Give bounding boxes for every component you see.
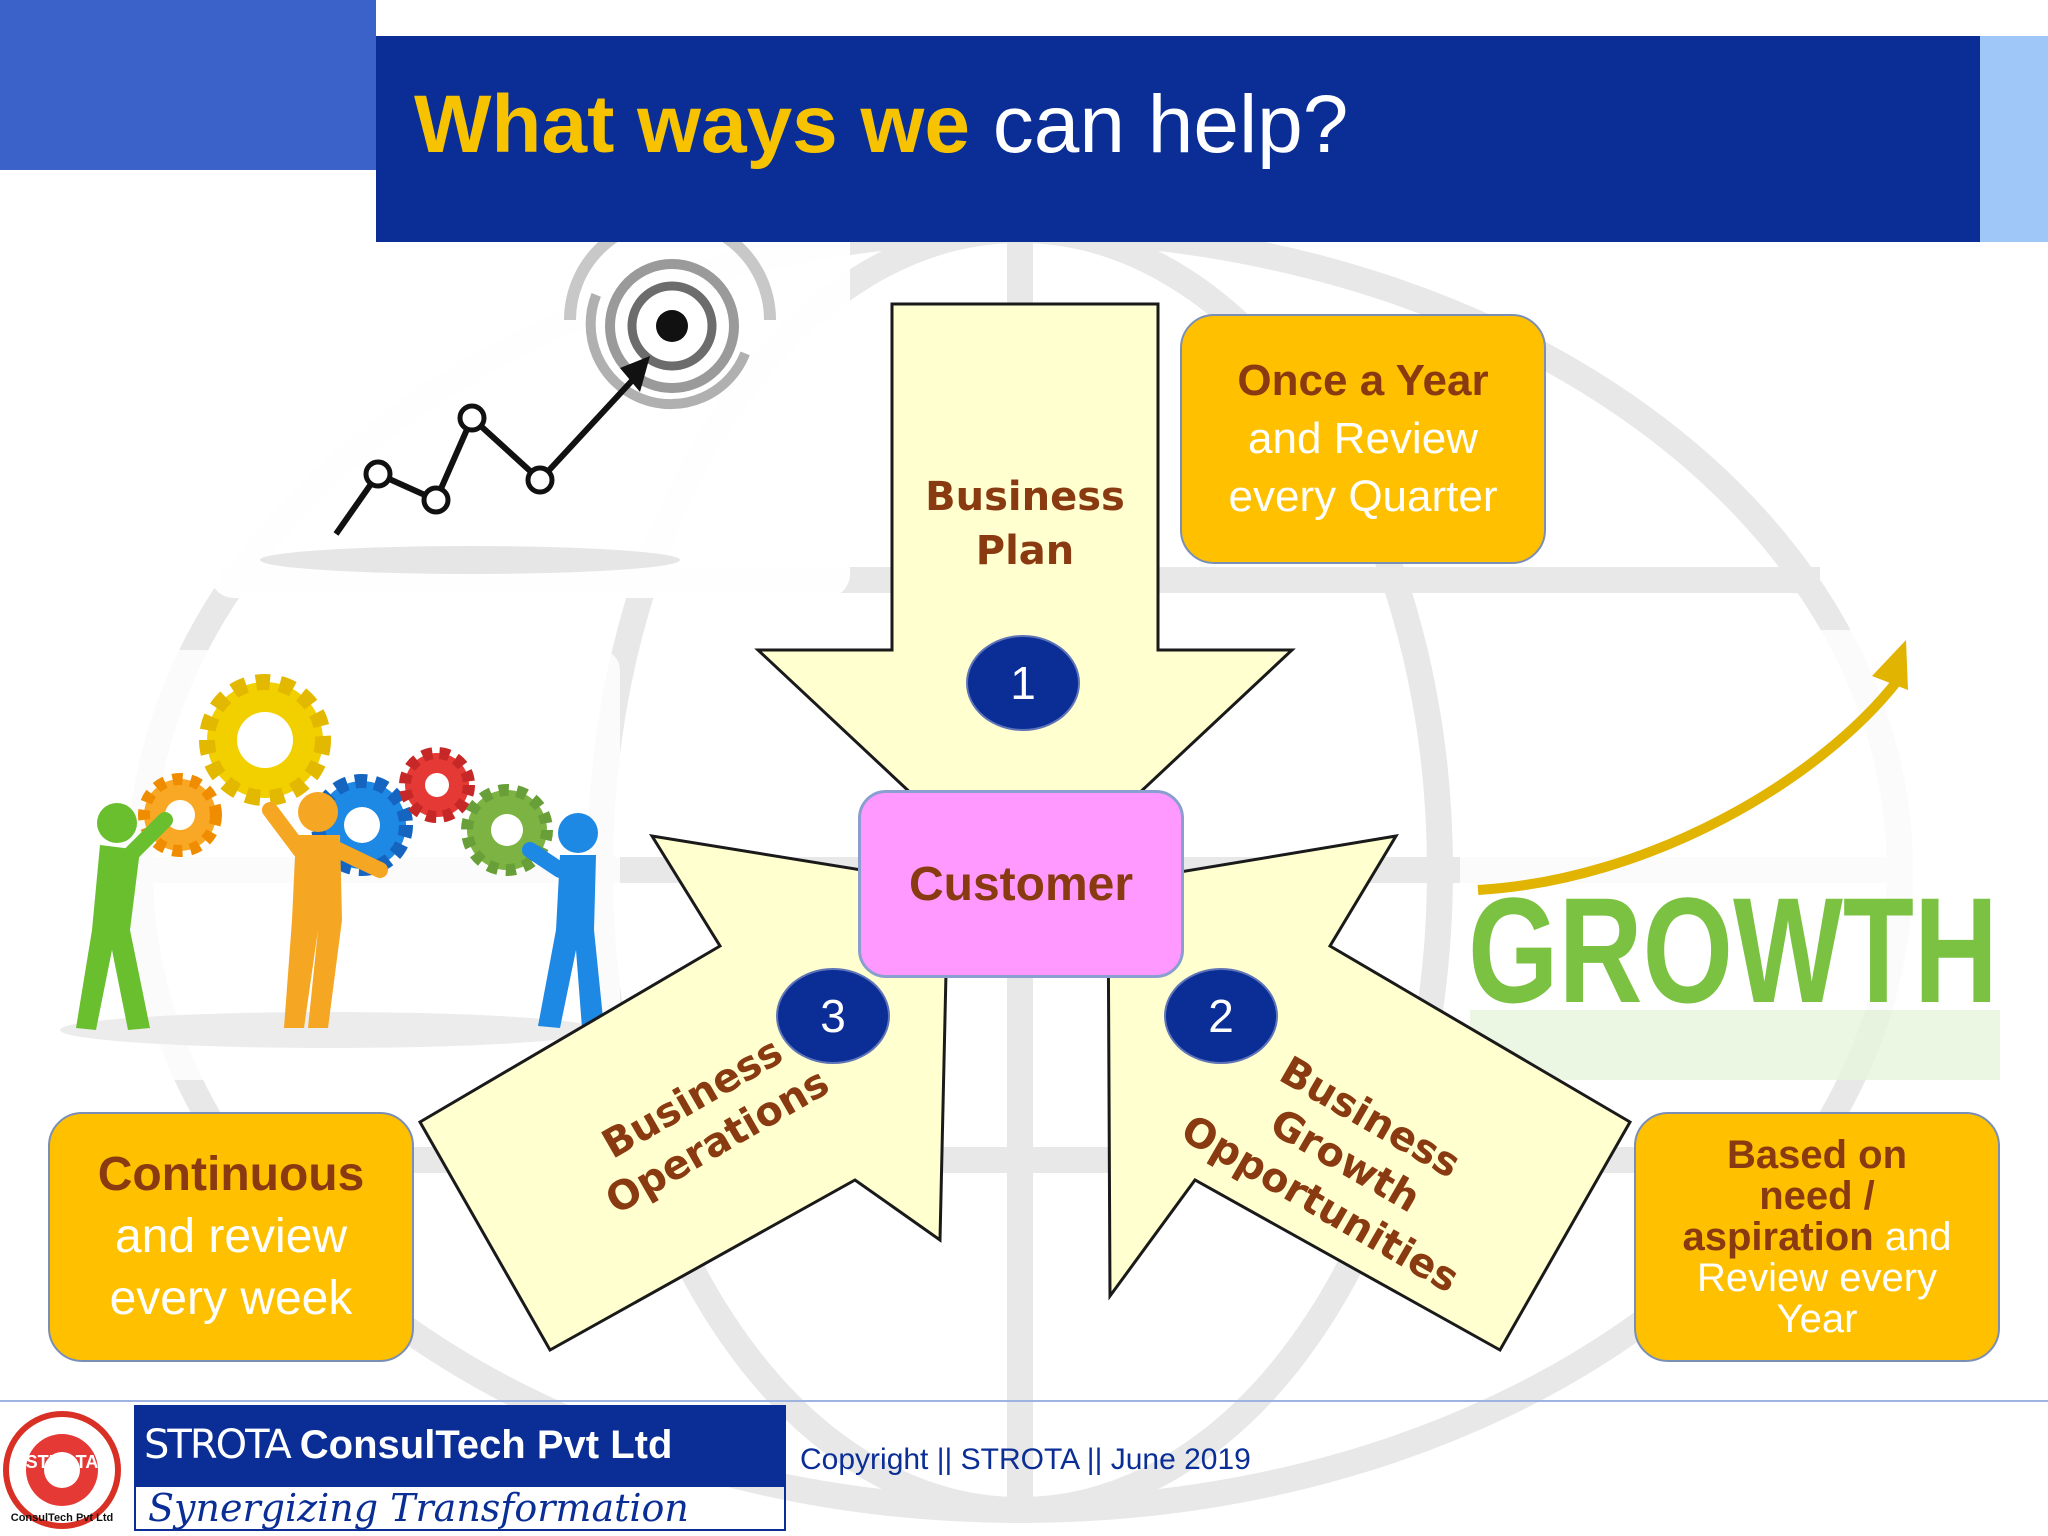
title-rest: can help? [992,79,1349,170]
arrow-business-plan [754,302,1296,903]
footer-brand: STROTA [144,1422,292,1468]
slide-title: What ways we can help? [414,84,1348,166]
note-continuous-line1: Continuous [97,1148,365,1201]
number-badge-2: 2 [1164,968,1278,1064]
note-continuous-line2: and review [114,1210,348,1263]
logo-subtext: ConsulTech Pvt Ltd [10,1512,114,1524]
number-badge-3: 3 [776,968,890,1064]
gears-team-icon [60,674,604,1048]
note-once-a-year-line2: and Review [1248,414,1478,463]
growth-chart-icon: GROWTH [1468,640,2000,1080]
note-based-on-need-line1: Based on [1726,1132,1908,1177]
note-once-a-year-line3: every Quarter [1228,472,1498,521]
footer-copyright: Copyright || STROTA || June 2019 [800,1443,1251,1476]
target-chart-icon [260,214,776,574]
note-continuous-line3: every week [109,1272,353,1325]
footer-company: STROTA ConsulTech Pvt Ltd [134,1405,786,1485]
note-aspiration-word: aspiration [1682,1214,1874,1259]
footer-company-name: ConsulTech Pvt Ltd [299,1422,673,1467]
note-based-on-need-line4: Review every [1696,1255,1938,1300]
growth-word: GROWTH [1468,866,1998,1034]
note-based-on-need: Based on need / aspiration and Review ev… [1634,1112,2000,1362]
footer-divider [0,1400,2048,1402]
corner-block [0,0,376,170]
customer-box: Customer [858,790,1184,978]
title-bar [376,36,1980,242]
note-based-on-need-line2: need / [1759,1173,1875,1218]
label-business-plan-line2: Plan [975,528,1075,574]
label-business-plan-line1: Business [925,474,1125,520]
title-highlight: What ways we [414,79,970,170]
number-badge-1: 1 [966,635,1080,731]
note-continuous: Continuous and review every week [48,1112,414,1362]
strota-logo [3,1411,121,1529]
side-strip [1980,36,2048,242]
note-once-a-year-line1: Once a Year [1237,356,1489,405]
logo-text: STROTA [25,1452,99,1472]
note-based-on-need-line5: Year [1776,1296,1858,1341]
growth-panel [1460,630,2020,1080]
label-business-plan: Business Plan [900,470,1150,578]
target-panel [210,198,850,598]
arrow-business-growth [1106,833,1633,1353]
footer-tagline: Synergizing Transformation [134,1485,786,1531]
note-based-on-need-line3: aspiration and [1682,1214,1952,1259]
note-once-a-year: Once a Year and Review every Quarter [1180,314,1546,564]
note-and-word: and [1873,1214,1952,1259]
